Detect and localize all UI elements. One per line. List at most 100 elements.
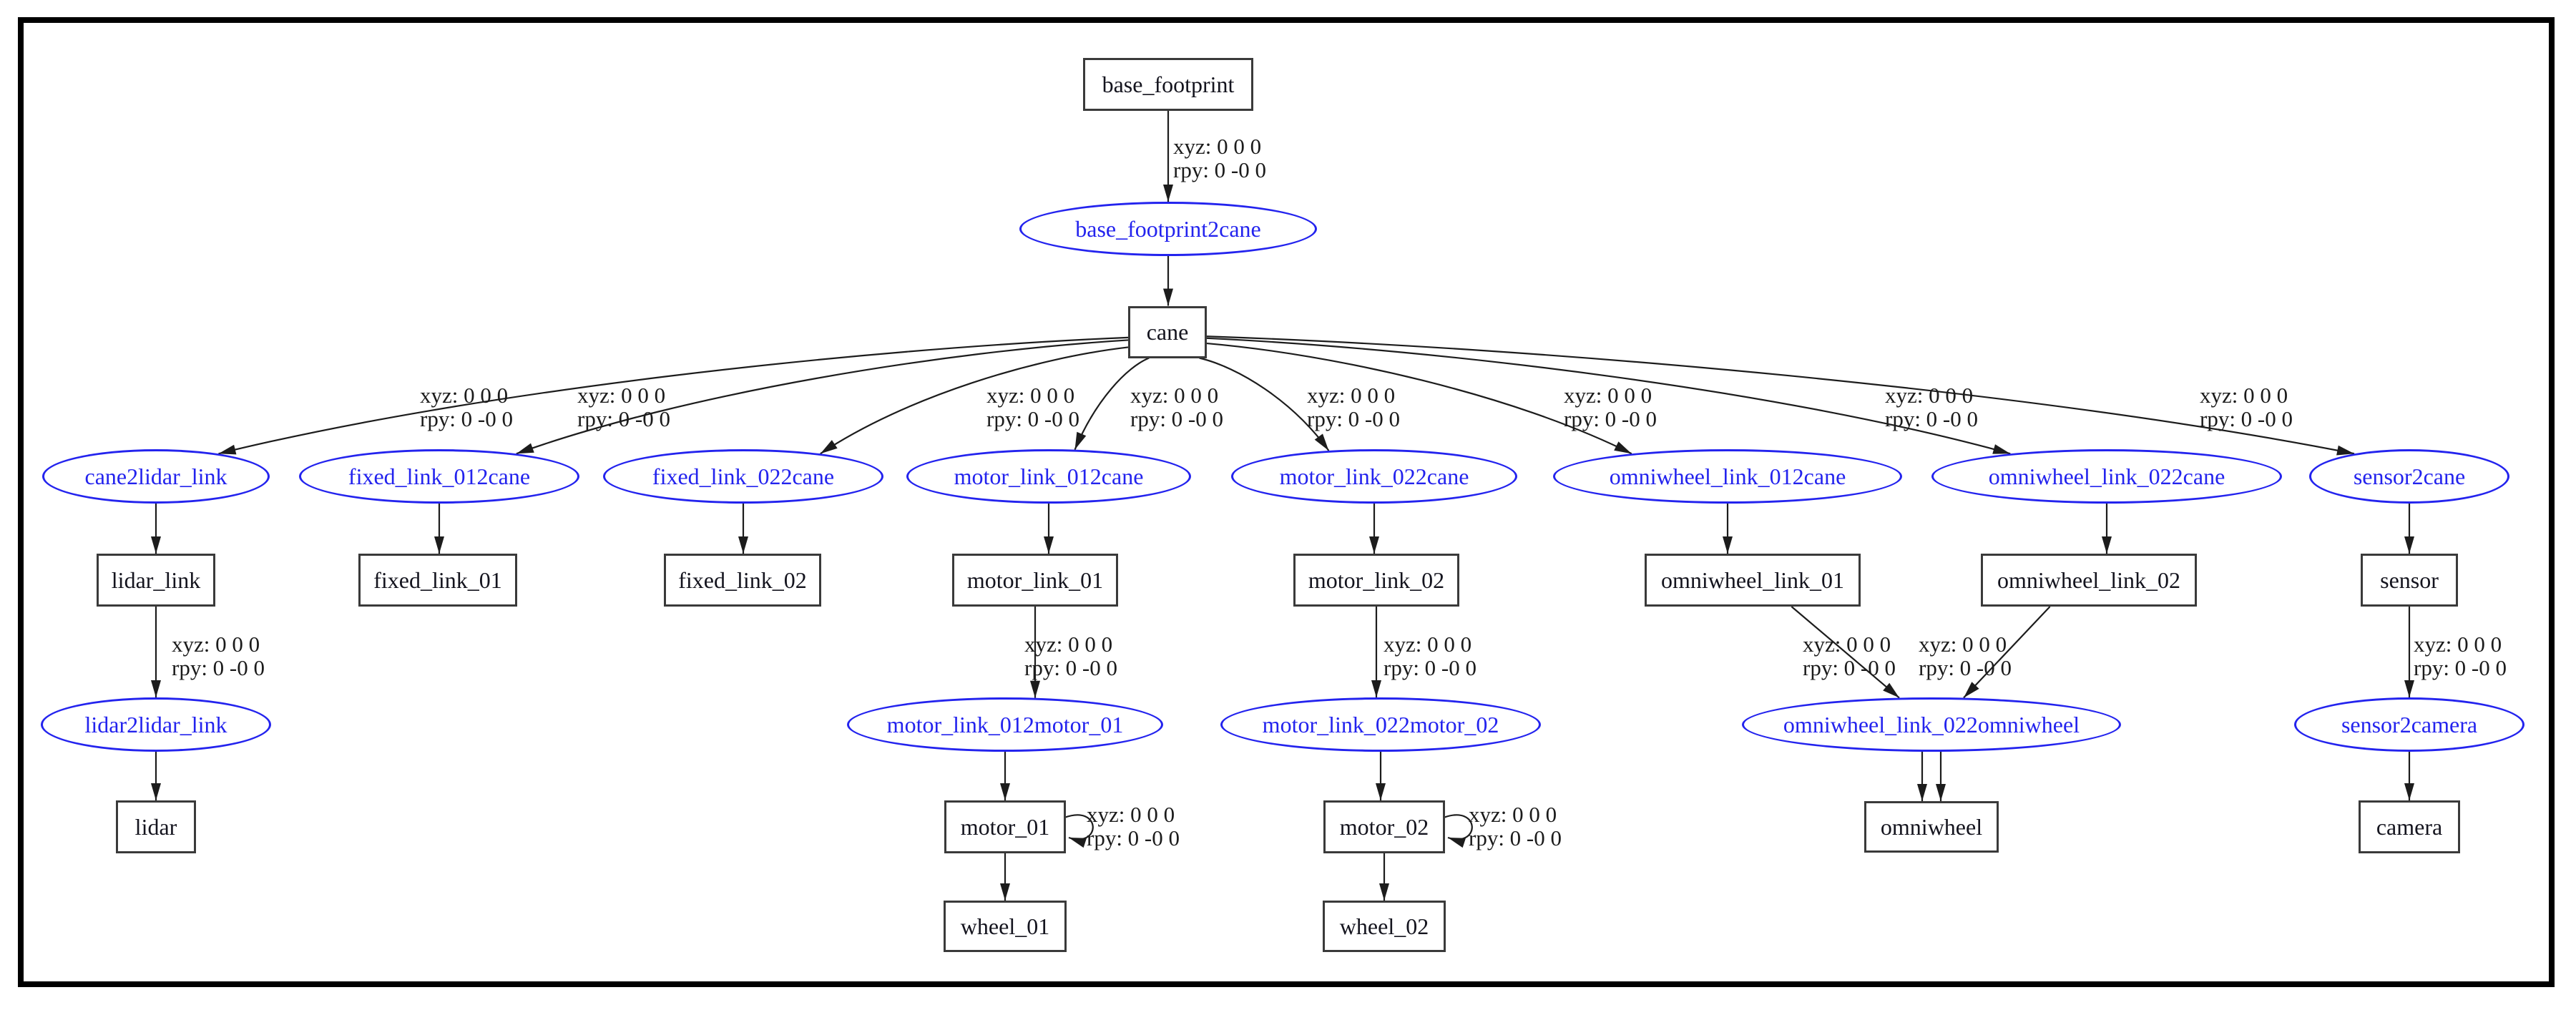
edge-label-line: rpy: 0 -0 0 — [1885, 406, 1979, 431]
edge-label-line: rpy: 0 -0 0 — [420, 406, 514, 431]
joint-node-fixed_link_022cane: fixed_link_022cane — [603, 449, 883, 504]
edge-label-line: rpy: 0 -0 0 — [1919, 655, 2012, 680]
self-loop-motor_01 — [1064, 814, 1094, 848]
edge-label-line: rpy: 0 -0 0 — [1130, 406, 1224, 431]
edge-label-line: xyz: 0 0 0 — [420, 383, 509, 408]
edge-label-line: xyz: 0 0 0 — [1564, 383, 1652, 408]
node-label: motor_01 — [960, 813, 1050, 840]
edge-cane-to-omniwheel_link_022cane — [1206, 337, 2011, 455]
link-node-wheel_02: wheel_02 — [1323, 901, 1446, 952]
edge-label-line: xyz: 0 0 0 — [1469, 802, 1557, 827]
edge-label-line: xyz: 0 0 0 — [2200, 383, 2288, 408]
edge-label-line: rpy: 0 -0 0 — [2200, 406, 2293, 431]
node-label: lidar — [134, 813, 177, 840]
node-label: motor_02 — [1339, 813, 1429, 840]
node-label: lidar2lidar_link — [84, 711, 227, 737]
edge-label-line: xyz: 0 0 0 — [1885, 383, 1974, 408]
edge-label-line: xyz: 0 0 0 — [1024, 632, 1113, 657]
edge-omniwheel_link_01-to-omniwheel_link_022omniwheel — [1791, 606, 1900, 699]
node-label: sensor2camera — [2341, 711, 2478, 737]
self-loop-motor_02 — [1443, 814, 1473, 848]
link-node-cane: cane — [1128, 305, 1207, 358]
node-label: motor_link_022motor_02 — [1262, 711, 1499, 737]
node-label: fixed_link_022cane — [652, 463, 835, 489]
edge-omniwheel_link_02-to-omniwheel_link_022omniwheel — [1963, 606, 2051, 699]
node-label: wheel_01 — [960, 913, 1050, 939]
joint-node-base_footprint2cane: base_footprint2cane — [1019, 202, 1317, 256]
joint-node-lidar2lidar_link: lidar2lidar_link — [41, 697, 271, 752]
edge-label-line: xyz: 0 0 0 — [1384, 632, 1472, 657]
node-label: base_footprint2cane — [1075, 215, 1261, 242]
joint-node-sensor2cane: sensor2cane — [2309, 449, 2509, 504]
edge-cane-to-omniwheel_link_012cane — [1206, 342, 1632, 455]
node-label: wheel_02 — [1339, 913, 1429, 939]
edge-cane-to-cane2lidar_link — [218, 336, 1129, 455]
link-node-sensor: sensor — [2361, 554, 2458, 607]
edge-label-line: rpy: 0 -0 0 — [1173, 157, 1267, 182]
node-label: motor_link_022cane — [1279, 463, 1469, 489]
edge-label-line: rpy: 0 -0 0 — [986, 406, 1080, 431]
link-node-motor_01: motor_01 — [944, 800, 1066, 853]
edge-label-line: rpy: 0 -0 0 — [1469, 825, 1562, 850]
edge-cane-to-sensor2cane — [1206, 335, 2355, 456]
edge-label-line: xyz: 0 0 0 — [577, 383, 666, 408]
node-label: omniwheel_link_01 — [1661, 567, 1844, 593]
node-label: motor_link_012cane — [954, 463, 1144, 489]
edge-label-line: rpy: 0 -0 0 — [1087, 825, 1180, 850]
node-label: omniwheel_link_022omniwheel — [1783, 711, 2080, 737]
node-label: motor_link_01 — [966, 567, 1104, 593]
joint-node-motor_link_012cane: motor_link_012cane — [906, 449, 1191, 504]
link-node-camera: camera — [2359, 800, 2460, 853]
joint-node-omniwheel_link_012cane: omniwheel_link_012cane — [1553, 449, 1902, 504]
link-node-motor_link_01: motor_link_01 — [952, 554, 1118, 607]
link-node-fixed_link_01: fixed_link_01 — [358, 554, 517, 607]
link-node-motor_link_02: motor_link_02 — [1293, 554, 1459, 607]
node-label: omniwheel_link_012cane — [1609, 463, 1846, 489]
edge-label-line: xyz: 0 0 0 — [1919, 632, 2007, 657]
link-node-omniwheel: omniwheel — [1864, 801, 1999, 853]
node-label: fixed_link_012cane — [348, 463, 531, 489]
edge-label-line: rpy: 0 -0 0 — [1384, 655, 1477, 680]
edge-label-line: xyz: 0 0 0 — [1307, 383, 1396, 408]
node-label: lidar_link — [111, 567, 201, 593]
edge-label-line: rpy: 0 -0 0 — [1024, 655, 1118, 680]
link-node-lidar_link: lidar_link — [97, 554, 215, 607]
edge-label-line: xyz: 0 0 0 — [1803, 632, 1891, 657]
node-label: sensor — [2380, 567, 2439, 593]
link-node-motor_02: motor_02 — [1323, 800, 1445, 853]
node-label: sensor2cane — [2353, 463, 2466, 489]
node-label: fixed_link_02 — [678, 567, 807, 593]
joint-node-omniwheel_link_022cane: omniwheel_link_022cane — [1931, 449, 2282, 504]
link-node-base_footprint: base_footprint — [1083, 58, 1253, 111]
edge-cane-to-fixed_link_022cane — [820, 346, 1129, 455]
joint-node-motor_link_022motor_02: motor_link_022motor_02 — [1220, 697, 1541, 752]
link-node-fixed_link_02: fixed_link_02 — [664, 554, 821, 607]
joint-node-omniwheel_link_022omniwheel: omniwheel_link_022omniwheel — [1742, 697, 2121, 752]
joint-node-fixed_link_012cane: fixed_link_012cane — [299, 449, 579, 504]
node-label: cane — [1146, 318, 1189, 345]
link-node-omniwheel_link_01: omniwheel_link_01 — [1645, 554, 1861, 607]
edge-cane-to-motor_link_012cane — [1074, 357, 1150, 451]
node-label: cane2lidar_link — [84, 463, 227, 489]
edge-cane-to-fixed_link_012cane — [516, 339, 1129, 455]
link-node-lidar: lidar — [116, 800, 196, 853]
node-label: fixed_link_01 — [373, 567, 502, 593]
edge-label-line: xyz: 0 0 0 — [1130, 383, 1219, 408]
